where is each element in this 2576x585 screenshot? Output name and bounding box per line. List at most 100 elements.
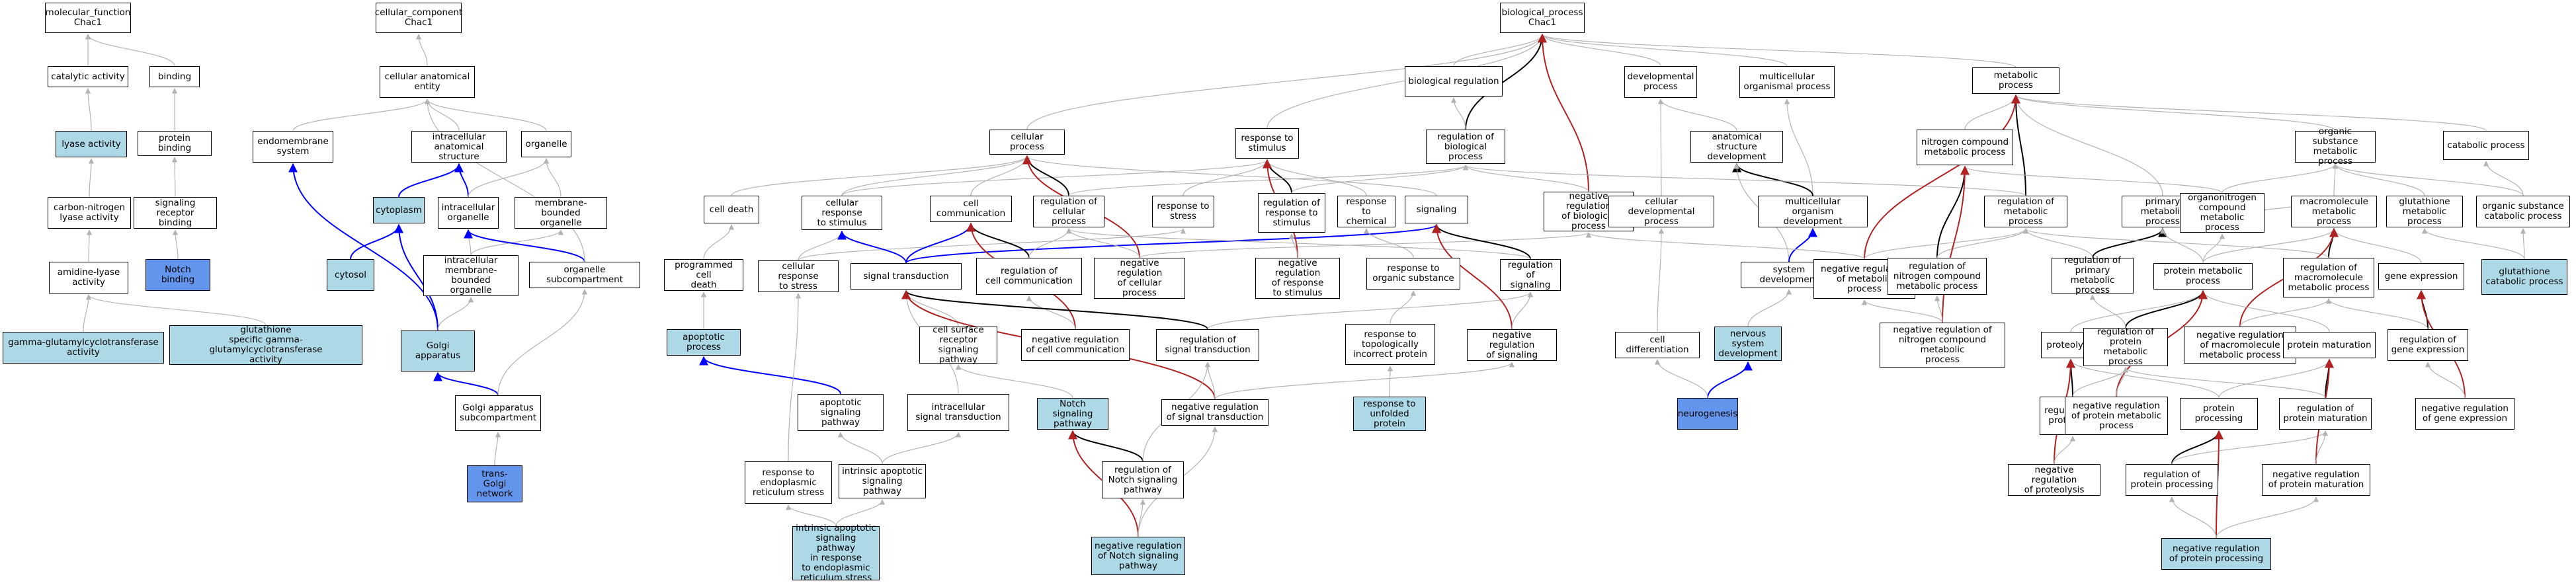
node-cnlyase: carbon-nitrogen lyase activity (48, 197, 131, 229)
edge-primmetab-to-metab (2013, 95, 2163, 196)
node-anatdev: anatomical structure development (1690, 131, 1783, 163)
edge-regprimmetab-to-primmetab (2092, 227, 2167, 258)
node-regsigtrans: regulation of signal transduction (1156, 329, 1259, 361)
node-regbio: regulation of biological process (1426, 130, 1505, 164)
node-intorg: intracellular organelle (438, 197, 499, 229)
edge-sigtrans-to-signaling (905, 223, 1441, 264)
node-negregsig: negative regulation of signaling (1467, 329, 1557, 361)
edge-cae-to-cc (415, 34, 428, 67)
node-catalytic: catalytic activity (48, 66, 128, 87)
edge-oscp-to-osmp (2332, 163, 2524, 196)
edge-gsggct-to-amidine (85, 294, 267, 326)
node-apoptotic: apoptotic process (667, 329, 741, 356)
node-negregprotmat: negative regulation of protein maturatio… (2262, 464, 2370, 496)
node-resporg: response to organic substance (1366, 258, 1460, 290)
edge-regprotmetab-to-protmetab (2125, 290, 2208, 329)
edge-negregmetab-to-negregbio (1585, 232, 1865, 260)
edge-reggeneexp-to-regmacromp (2325, 298, 2429, 330)
edge-negregsig-to-signaling (1432, 223, 1513, 330)
node-srb: signaling receptor binding (134, 197, 217, 229)
node-protbind: protein binding (138, 131, 212, 156)
edge-cellproc-to-bp (1026, 34, 1546, 130)
edge-negregprotmetab-to-regprotmetab (2116, 367, 2129, 397)
edge-ggct-to-amidine (83, 294, 92, 332)
edge-cellrespstress-to-cellrespstim (798, 231, 845, 261)
edge-csrsp-to-sigtrans (903, 290, 959, 327)
edge-organelle-to-cae (424, 98, 547, 132)
edge-glutmp-to-osmp (2332, 163, 2425, 196)
node-cytosol: cytosol (327, 259, 374, 291)
edge-neurogenesis-to-celldiff (1654, 359, 1708, 399)
edge-regrespstim-to-regbio (1291, 165, 1469, 194)
node-orgsub: organelle subcompartment (529, 262, 640, 288)
edge-binding-to-mf (85, 34, 175, 67)
node-golgisub: Golgi apparatus subcompartment (455, 395, 541, 431)
node-intrasig: intracellular signal transduction (907, 394, 1009, 431)
node-imbo: intracellular membrane-bounded organelle (423, 255, 519, 296)
node-lyase: lyase activity (56, 131, 127, 157)
edge-regmetab-to-regbio (1463, 165, 2026, 196)
edge-respstress-to-respstim (1183, 159, 1270, 196)
edge-osmp-to-metab (2013, 95, 2336, 132)
node-macromp: macromolecule metabolic process (2291, 196, 2377, 227)
edge-mbo-to-organelle (543, 158, 561, 198)
edge-negregprotmat-to-regprotmat (2315, 430, 2329, 465)
edge-negregncmp-to-regncmp (1934, 295, 1943, 323)
node-respstim: response to stimulus (1235, 128, 1299, 159)
edge-regprotmat-to-regprotmetab (2122, 367, 2326, 399)
edge-negregcellproc-to-negregbio (1139, 232, 1591, 258)
node-cae: cellular anatomical entity (380, 66, 475, 98)
node-respstress: response to stress (1152, 196, 1214, 227)
node-organomp: organonitrogen compound metabolic proces… (2180, 193, 2264, 233)
node-celldevproc: cellular developmental process (1608, 196, 1714, 227)
node-endomem: endomembrane system (253, 131, 333, 163)
node-protmetab: protein metabolic process (2153, 263, 2253, 290)
edge-apoptoticsp-to-apoptotic (699, 356, 841, 395)
edge-cellrespstress-to-respstress (798, 228, 1186, 261)
node-ncmp: nitrogen compound metabolic process (1917, 130, 2013, 165)
node-negregprotmetab: negative regulation of protein metabolic… (2065, 397, 2168, 435)
node-negregrespstim: negative regulation of response to stimu… (1255, 258, 1340, 299)
edge-macromp-to-osmp (2332, 163, 2339, 196)
node-regprimmetab: regulation of primary metabolic process (2052, 256, 2134, 295)
edge-sysdev-to-multidev (1788, 227, 1817, 262)
node-protmat: protein maturation (2283, 332, 2376, 358)
edge-neurogenesis-to-nsdev (1707, 361, 1753, 399)
edge-regncmp-to-ncmp (1936, 165, 1970, 258)
node-cc: cellular_component Chac1 (375, 3, 462, 33)
node-oscp: organic substance catabolic process (2476, 196, 2570, 227)
node-regmacromp: regulation of macromolecule metabolic pr… (2283, 258, 2374, 297)
node-sigtrans: signal transduction (851, 263, 962, 290)
edge-golgisub-to-golgi (433, 371, 499, 396)
edge-devproc-to-bp (1539, 34, 1661, 67)
node-negregcellproc: negative regulation of cellular process (1094, 258, 1185, 299)
edge-protproc-to-protmat (2218, 359, 2333, 399)
node-negregproteolysis: negative regulation of proteolysis (2008, 464, 2100, 496)
edge-negregmetab-to-metab (1864, 94, 2020, 260)
node-binding: binding (149, 66, 200, 87)
node-negregmacromp: negative regulation of macromolecule met… (2184, 327, 2296, 364)
edge-orgsub-to-intorg (464, 229, 585, 262)
node-pcd: programmed cell death (664, 259, 743, 291)
node-mbo: membrane-bounded organelle (515, 197, 607, 229)
edge-cytoplasm-to-ias (398, 163, 464, 198)
node-regprotmat: regulation of protein maturation (2279, 398, 2372, 430)
edge-cellrespstim-to-cellproc (841, 155, 1030, 196)
edge-negregproteolysis-to-regproteolysis (2054, 436, 2076, 465)
edge-regmacromp-to-regmetab (2022, 228, 2329, 258)
node-negregprotproc: negative regulation of protein processin… (2161, 538, 2271, 570)
edge-negregbio-to-bp (1538, 33, 1589, 192)
edge-sigtrans-to-cellcomm (905, 222, 976, 264)
edge-organomp-to-osmp (2222, 163, 2339, 194)
node-ggct: gamma-glutamylcyclotransferase activity (3, 332, 164, 364)
node-multidev: multicellular organism development (1758, 196, 1868, 227)
edge-protmetab-to-organomp (2202, 233, 2225, 264)
node-respER: response to endoplasmic reticulum stress (745, 461, 832, 504)
node-osmp: organic substance metabolic process (2295, 127, 2376, 167)
node-multiorg: multicellular organismal process (1739, 66, 1835, 98)
node-bp: biological_process Chac1 (1500, 3, 1585, 33)
node-respincorrect: response to topologically incorrect prot… (1345, 324, 1435, 365)
edge-glutcat-to-glutmp (2421, 228, 2525, 260)
node-mf: molecular_function Chac1 (45, 3, 131, 33)
node-respchem: response to chemical (1337, 196, 1395, 227)
